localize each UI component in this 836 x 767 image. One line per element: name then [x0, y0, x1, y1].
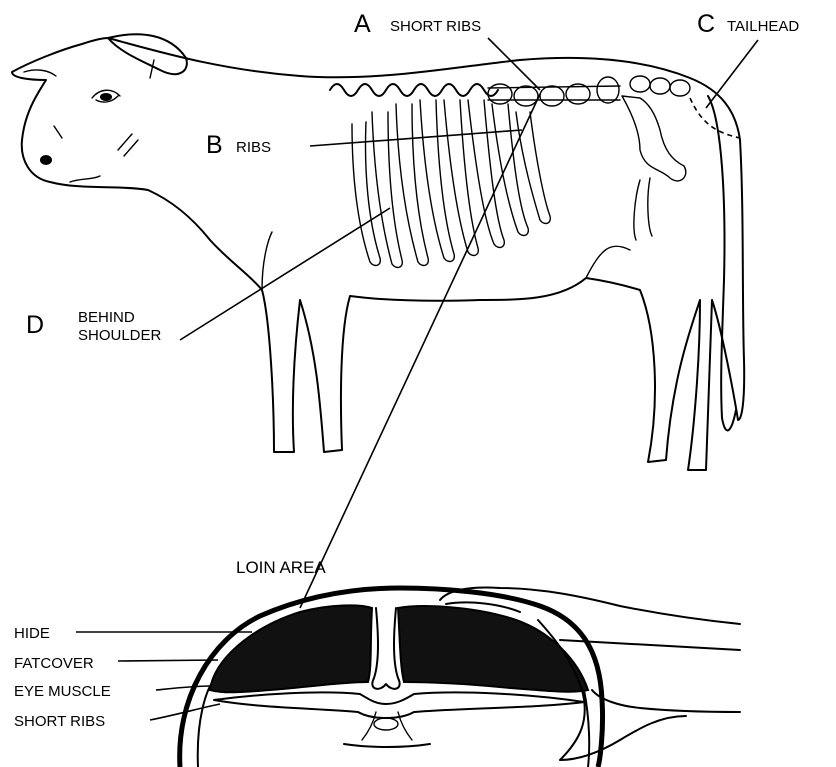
- leader-loin: [300, 94, 540, 608]
- cow-elbow-line: [262, 232, 272, 290]
- label-b-letter: B: [206, 131, 223, 159]
- leader-eye-muscle: [156, 686, 210, 690]
- leader-d: [180, 208, 390, 340]
- short-rib-vertebrae: [488, 77, 620, 106]
- vertebral-body: [344, 744, 430, 747]
- label-d-line1: BEHIND: [78, 309, 135, 326]
- leader-a: [488, 38, 540, 90]
- label-d-letter: D: [26, 311, 44, 339]
- leader-b: [310, 130, 522, 146]
- inner-body-line: [198, 680, 589, 767]
- label-a-text: SHORT RIBS: [390, 18, 481, 35]
- xsec-label-eye-muscle: EYE MUSCLE: [14, 683, 111, 700]
- label-c-letter: C: [697, 10, 715, 38]
- cow-flank-line: [586, 246, 630, 278]
- xsec-label-hide: HIDE: [14, 625, 50, 642]
- label-a: A SHORT RIBS: [354, 10, 540, 90]
- xsec-label-fatcover: FATCOVER: [14, 655, 94, 672]
- cow-mouth: [70, 176, 100, 182]
- label-b-text: RIBS: [236, 139, 271, 156]
- leader-c: [706, 40, 758, 108]
- hip-bone: [634, 178, 652, 240]
- loin-area-label: LOIN AREA: [236, 558, 326, 577]
- label-a-letter: A: [354, 10, 371, 38]
- cow-face-lines: [54, 60, 154, 156]
- label-c: C TAILHEAD: [697, 10, 799, 108]
- pelvis: [622, 96, 686, 181]
- leader-fatcover: [118, 660, 218, 661]
- xsec-label-short-ribs: SHORT RIBS: [14, 713, 105, 730]
- loin-cross-section: LOIN AREA HIDE FATCOVER EYE MUSCLE SHORT…: [14, 558, 740, 767]
- cow-eye-pupil: [100, 93, 112, 101]
- label-d: D BEHIND SHOULDER: [26, 208, 390, 344]
- label-d-line2: SHOULDER: [78, 327, 162, 344]
- spine: [330, 84, 498, 96]
- eye-muscle-right: [398, 606, 588, 692]
- cow-nostril: [40, 155, 52, 165]
- cow-illustration: [12, 34, 744, 470]
- eye-muscle-left: [210, 605, 372, 692]
- spinous-process: [372, 608, 399, 689]
- label-c-text: TAILHEAD: [727, 18, 799, 35]
- cow-ear-inner: [24, 70, 56, 76]
- tail-vertebrae: [630, 76, 690, 96]
- vertebral-canal: [374, 718, 398, 730]
- ribs: [352, 100, 550, 267]
